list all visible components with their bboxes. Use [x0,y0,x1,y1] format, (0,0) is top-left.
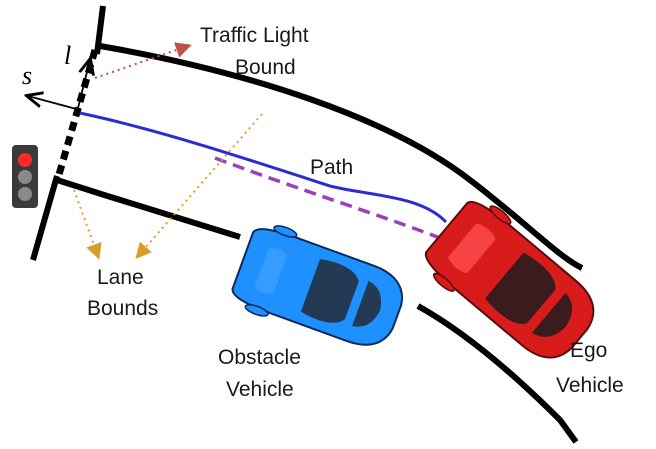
lane-bounds-arrow-right [135,113,263,260]
traffic-light-icon [12,145,38,208]
frenet-axes: s l [22,41,90,111]
reference-path-dashed [214,156,441,240]
ego-vehicle [424,200,595,359]
path-label: Path [310,156,353,179]
planned-path [79,111,448,224]
axis-l-label: l [64,41,71,70]
obstacle-label-line1: Obstacle [218,346,301,369]
l-axis-arrow [77,60,90,109]
s-axis-arrow [28,96,81,111]
upper-lane-stub [94,5,106,55]
ego-label-line1: Ego [570,339,607,362]
traffic-light-label-line1: Traffic Light [200,24,309,47]
upper-lane-bound [99,43,584,271]
lower-lane-stub [30,175,60,261]
obstacle-label-line2: Vehicle [226,378,294,401]
ego-label-line2: Vehicle [556,374,624,397]
right-lane-bound [416,303,579,444]
obstacle-vehicle [231,225,403,346]
lane-bounds-label-line1: Lane [97,266,144,289]
traffic-light-label-line2: Bound [235,56,296,79]
lane-bounds-label-line2: Bounds [87,297,158,320]
lane-bounds-arrow-left [73,189,102,260]
lower-lane-bound [56,177,241,240]
lane-bounds [30,5,584,444]
traffic-light-arrow [94,42,192,79]
axis-s-label: s [22,61,32,90]
